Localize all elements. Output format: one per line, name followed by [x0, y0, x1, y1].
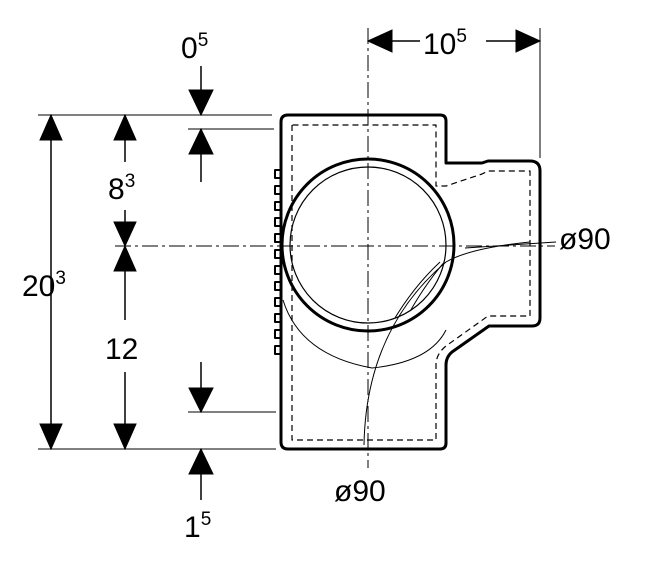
dim-bottom-diameter-label: ø90	[334, 475, 386, 508]
dim-lower-height-label: 12	[105, 333, 138, 366]
hidden-curve-cross	[363, 241, 531, 446]
extension-lines	[38, 28, 541, 450]
inner-wall-dashed	[291, 124, 531, 441]
dim-total-height-label: 203	[22, 268, 66, 303]
dim-top-offset-label: 05	[181, 30, 208, 65]
dim-bottom-offset-label: 15	[184, 509, 211, 544]
seal-profile	[274, 169, 282, 366]
inner-curve-b	[387, 261, 441, 323]
diameter-leader	[464, 241, 557, 249]
fitting-body	[274, 113, 542, 451]
dim-side-reach-label: 105	[423, 26, 467, 61]
hidden-curve-lower	[282, 299, 447, 369]
fitting-outline	[279, 113, 542, 451]
dimension-arrows	[39, 29, 542, 500]
centerlines	[115, 28, 557, 468]
dim-upper-height-label: 83	[108, 171, 135, 206]
dim-side-diameter-label: ø90	[559, 223, 611, 256]
